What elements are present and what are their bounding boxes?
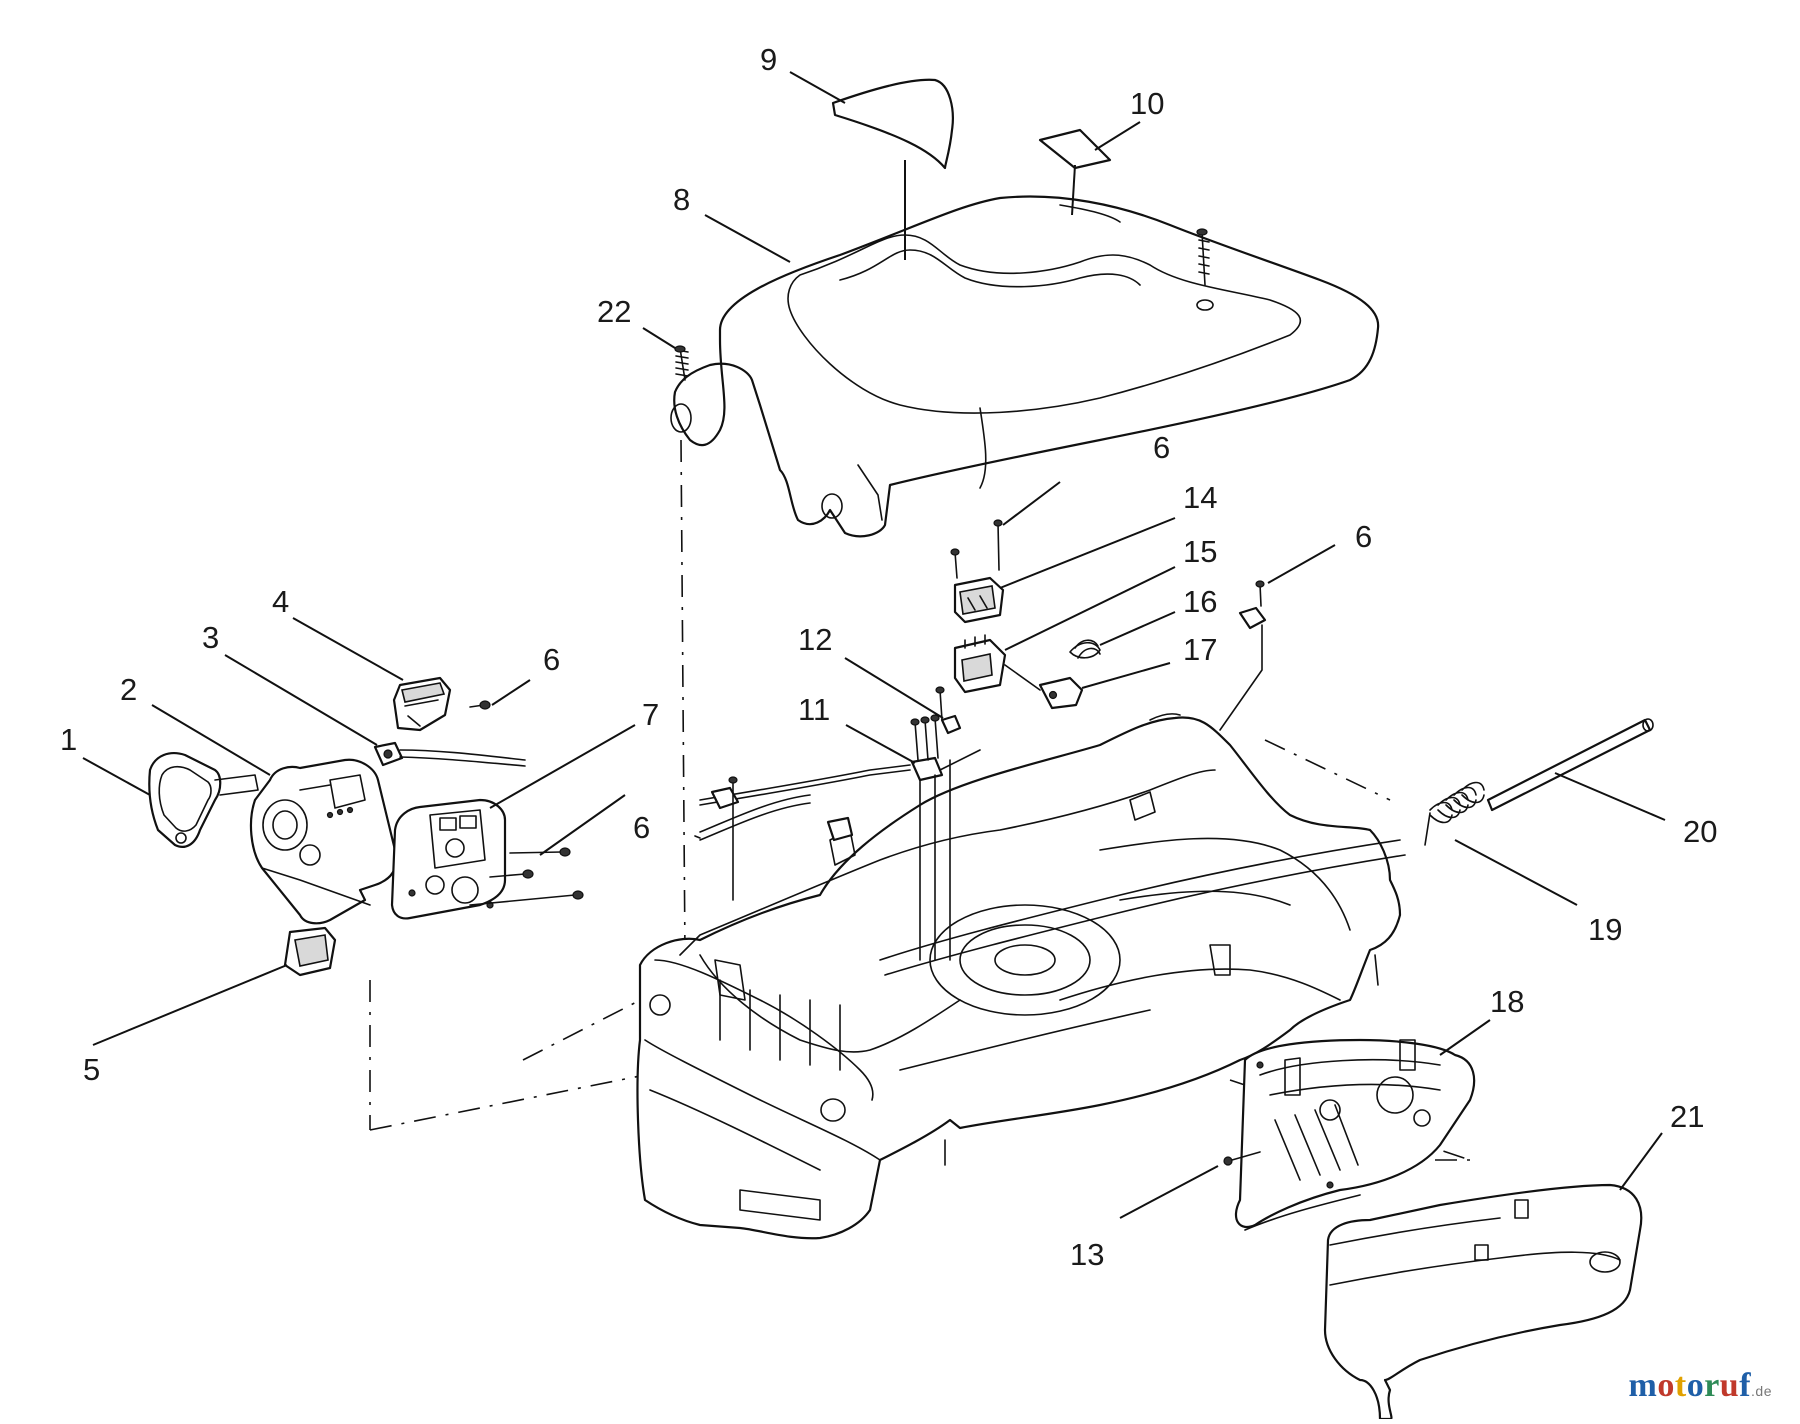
callout-19: 19 — [1588, 912, 1622, 947]
watermark-letter: f — [1739, 1367, 1751, 1404]
callout-10: 10 — [1130, 86, 1164, 121]
callout-5: 5 — [83, 1052, 100, 1087]
callout-20: 20 — [1683, 814, 1717, 849]
bracket-part-14 — [955, 578, 1003, 622]
callout-13: 13 — [1070, 1237, 1104, 1272]
screw-4-side — [470, 701, 490, 709]
switch-part-3 — [375, 743, 525, 766]
clip-part-12 — [942, 716, 960, 733]
spring-part-16 — [1070, 640, 1100, 658]
circuit-board-part-7 — [392, 800, 505, 918]
callout-14: 14 — [1183, 480, 1217, 515]
callout-21: 21 — [1670, 1099, 1704, 1134]
actuator-part-17 — [1005, 665, 1082, 708]
rear-cover-part-21 — [1325, 1185, 1641, 1419]
watermark-letter: u — [1720, 1367, 1739, 1404]
watermark-letter: m — [1629, 1367, 1658, 1404]
bezel-part-1 — [149, 753, 258, 847]
rod-part-20 — [1488, 719, 1653, 810]
screws-14 — [951, 520, 1002, 578]
panel-part-2 — [251, 760, 396, 924]
callout-6d: 6 — [1355, 519, 1372, 554]
callout-9: 9 — [760, 42, 777, 77]
callout-16: 16 — [1183, 584, 1217, 619]
callout-15: 15 — [1183, 534, 1217, 569]
top-cover-part-8 — [671, 197, 1378, 537]
callout-6a: 6 — [543, 642, 560, 677]
screw-22 — [675, 346, 688, 380]
callout-12: 12 — [798, 622, 832, 657]
callout-2: 2 — [120, 672, 137, 707]
callout-8: 8 — [673, 182, 690, 217]
callout-18: 18 — [1490, 984, 1524, 1019]
callout-22: 22 — [597, 294, 631, 329]
watermark-letter: o — [1657, 1367, 1675, 1404]
rear-door-part-18 — [1236, 1040, 1474, 1230]
watermark-tld: .de — [1751, 1383, 1772, 1399]
switch-part-5 — [285, 928, 335, 975]
callout-6c: 6 — [1153, 430, 1170, 465]
callout-17: 17 — [1183, 632, 1217, 667]
callout-1: 1 — [60, 722, 77, 757]
watermark-logo: motoruf.de — [1629, 1367, 1772, 1405]
watermark-letter: r — [1704, 1367, 1720, 1404]
callout-3: 3 — [202, 620, 219, 655]
callout-6b: 6 — [633, 810, 650, 845]
callout-7: 7 — [642, 697, 659, 732]
callout-11: 11 — [798, 692, 830, 727]
spring-part-19 — [1425, 783, 1484, 846]
switch-part-4 — [394, 678, 450, 730]
right-clip-6 — [1220, 581, 1265, 730]
cable-left — [695, 795, 810, 840]
switch-part-15 — [955, 635, 1005, 692]
watermark-letter: o — [1687, 1367, 1705, 1404]
watermark-letter: t — [1675, 1367, 1687, 1404]
callout-4: 4 — [272, 584, 289, 619]
